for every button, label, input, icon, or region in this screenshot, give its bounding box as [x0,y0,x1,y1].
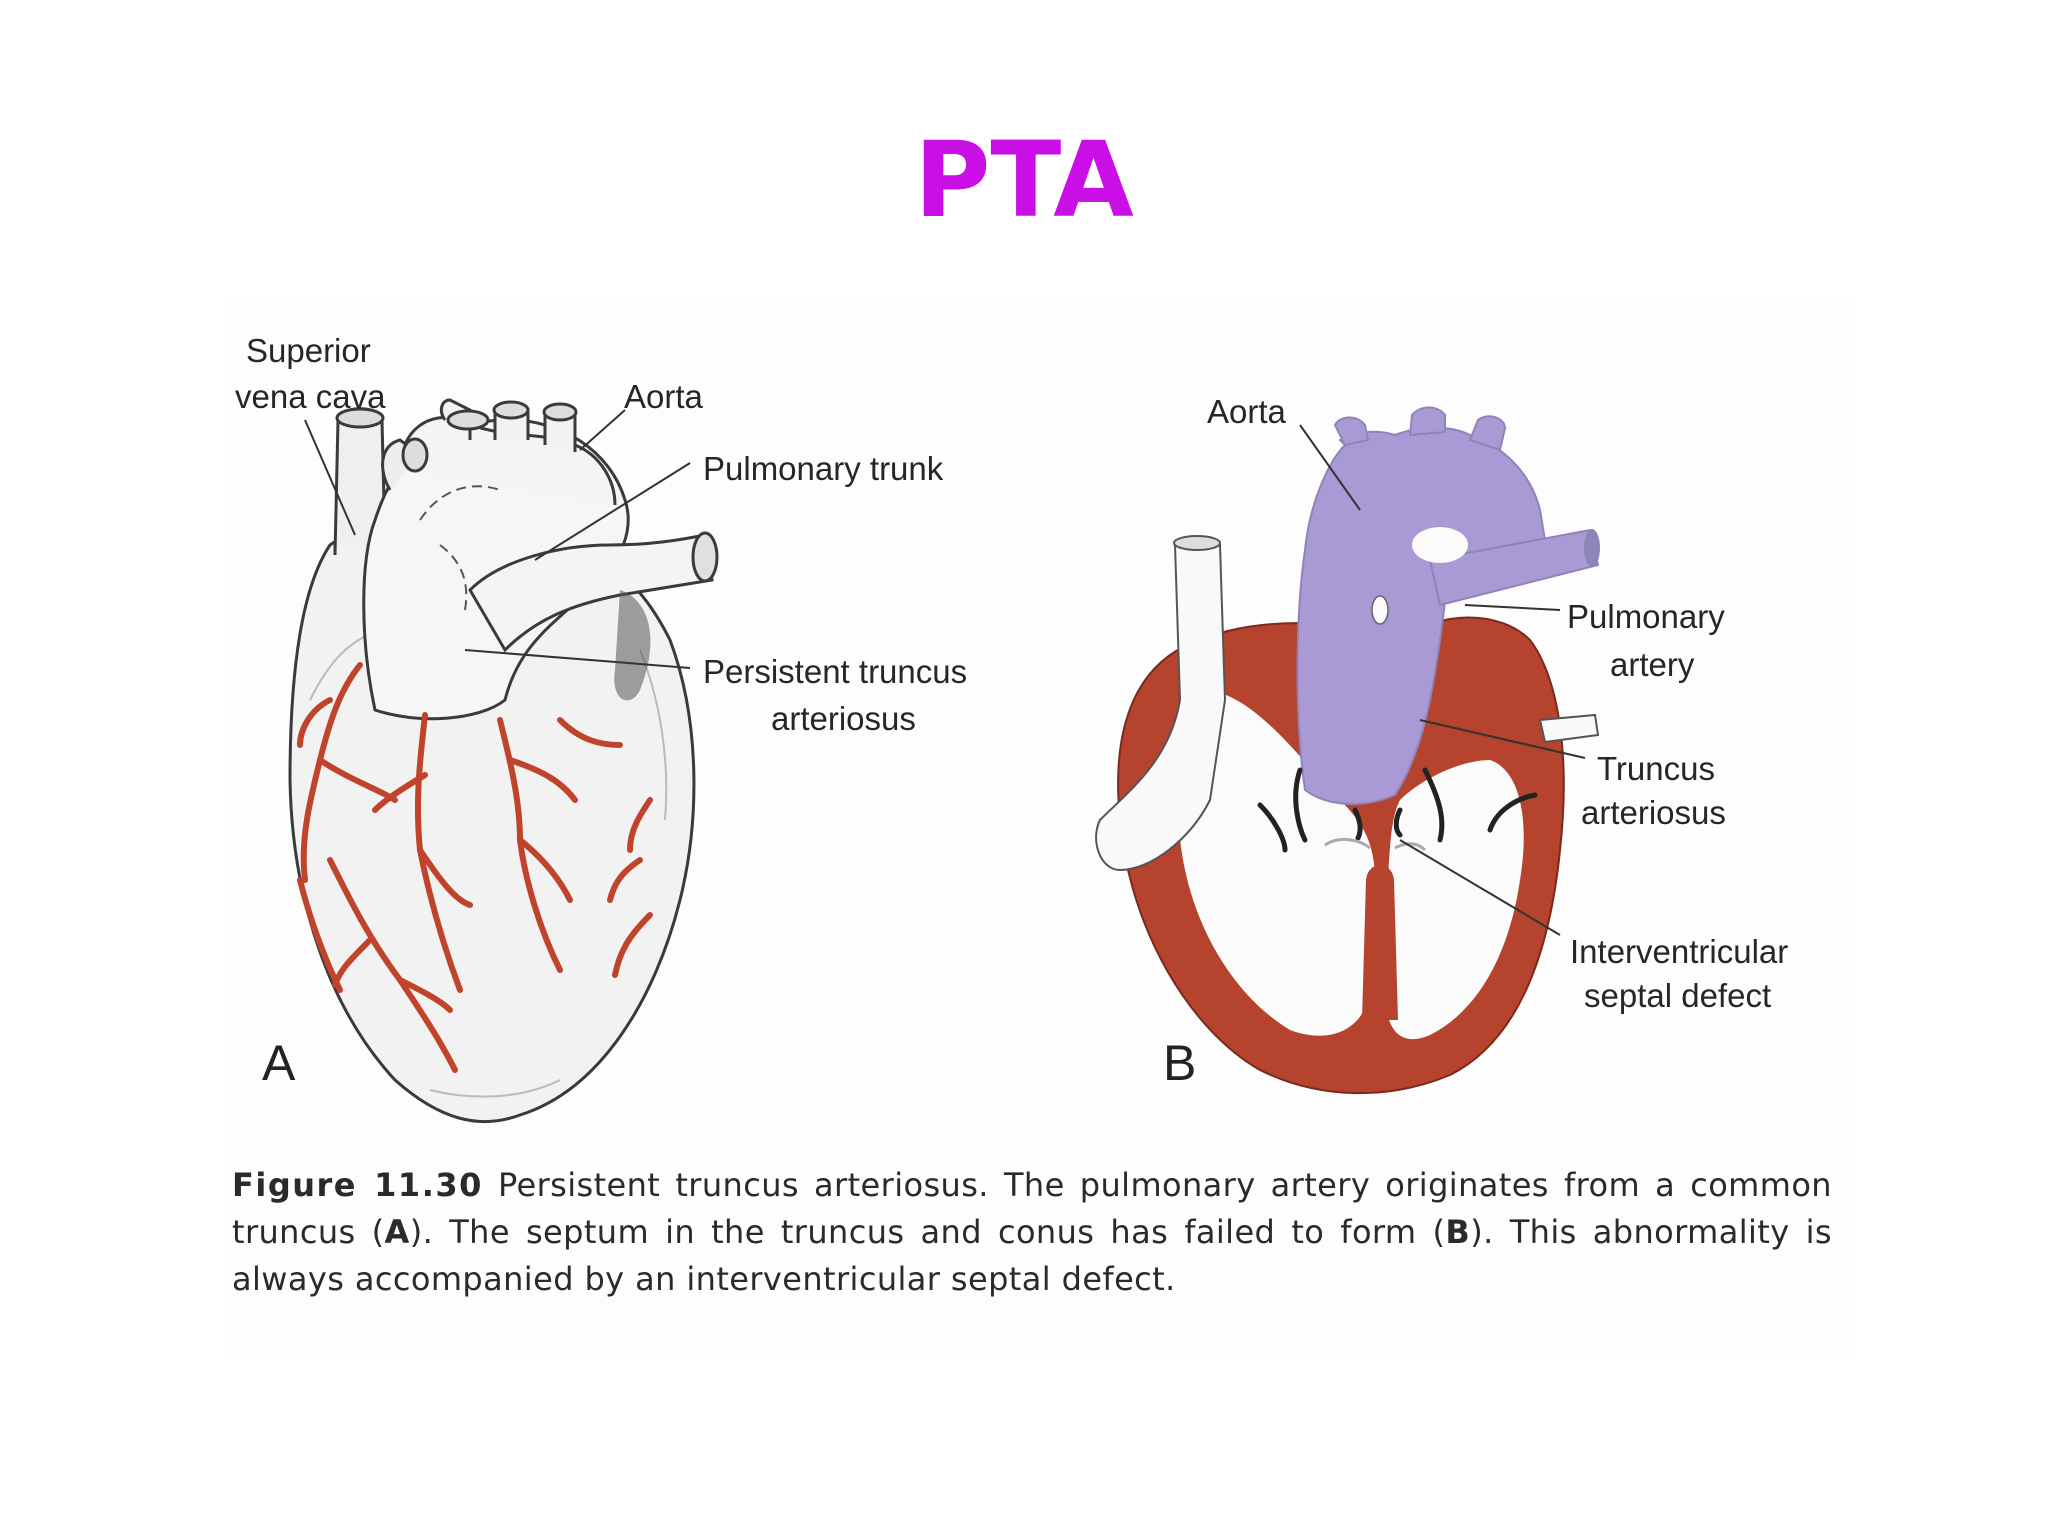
left-chamber [1178,690,1375,1036]
caption-part3: ). This abnormality is always accompanie… [232,1213,1832,1298]
label-superior-vena-cava-line2: vena cava [235,378,386,415]
superior-vena-cava-b [1095,544,1227,872]
panel-a-leader-lines [304,409,691,669]
heart-section-drawing [1095,406,1600,1095]
panel-b-letter: B [1163,1035,1196,1091]
label-ivsd-line2: septal defect [1584,977,1771,1014]
figure-caption: Figure 11.30 Persistent truncus arterios… [232,1162,1832,1303]
label-pulmonary-artery-line1: Pulmonary [1567,598,1725,635]
label-pulmonary-trunk: Pulmonary trunk [703,450,944,487]
caption-ref-b: B [1445,1213,1471,1251]
label-truncus-line1: Truncus [1597,750,1715,787]
caption-part2: ). The septum in the truncus and conus h… [409,1213,1446,1251]
label-persistent-truncus-line1: Persistent truncus [703,653,967,690]
label-ivsd-line1: Interventricular [1570,933,1788,970]
label-aorta-b: Aorta [1207,393,1287,430]
caption-part1: Persistent truncus arteriosus. The pulmo… [232,1166,1832,1251]
label-truncus-line2: arteriosus [1581,794,1726,831]
label-pulmonary-artery-line2: artery [1610,646,1695,683]
label-aorta-a: Aorta [624,378,704,415]
aortic-arch-branches [381,398,578,491]
slide-title: PTA [914,119,1134,241]
valve-cusps [1257,767,1538,853]
heart-external-drawing [288,398,719,1124]
truncus-branches [1333,406,1507,452]
coronary-vessels [297,662,653,1073]
label-superior-vena-cava-line1: Superior [246,332,371,369]
label-persistent-truncus-line2: arteriosus [771,700,916,737]
pulmonary-artery-shape [1428,528,1600,607]
caption-figure-label: Figure 11.30 [232,1166,483,1204]
caption-ref-a: A [384,1213,410,1251]
ventricular-septum [1362,865,1398,1020]
panel-b-leader-lines [1299,424,1586,936]
panel-a-letter: A [262,1035,296,1091]
truncus-arteriosus-shape [1296,426,1547,806]
